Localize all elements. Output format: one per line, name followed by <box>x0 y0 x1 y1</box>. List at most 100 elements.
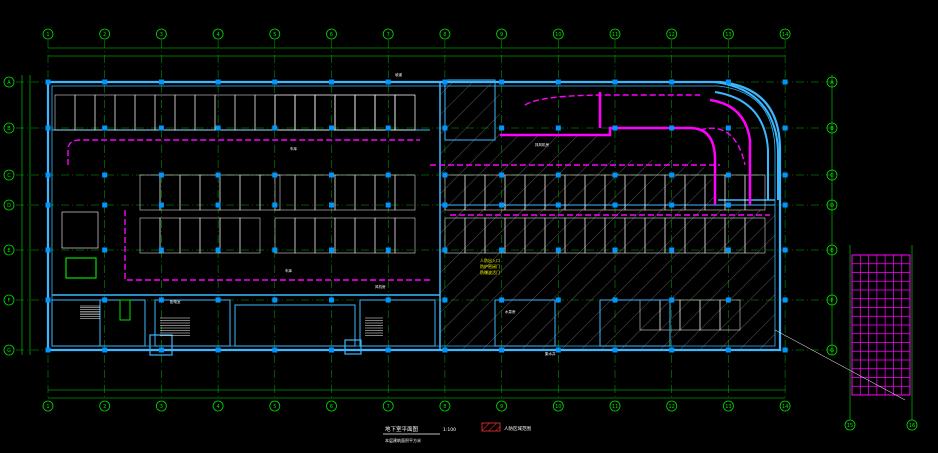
parking-stall <box>294 174 316 211</box>
axis-bubble-label: 11 <box>612 32 618 38</box>
axis-bubble-label: 12 <box>669 404 675 410</box>
axis-bubble <box>3 294 15 306</box>
axis-bubble <box>552 28 564 40</box>
parking-stall <box>354 94 376 131</box>
axis-bubble-label: 6 <box>330 404 333 410</box>
axis-bubble-label: 2 <box>103 32 106 38</box>
column <box>102 125 108 131</box>
axis-bubble <box>826 76 838 88</box>
parking-stall <box>94 94 116 131</box>
parking-stall <box>139 217 161 254</box>
column <box>555 297 561 303</box>
annotations: 人防出入口 防护密闭门 防爆波活门 <box>480 257 500 275</box>
column <box>272 347 278 353</box>
column <box>102 347 108 353</box>
axis-bubble-label: 8 <box>443 32 446 38</box>
axis-bubble <box>609 28 621 40</box>
parking-stall <box>374 94 396 131</box>
column <box>499 202 505 208</box>
column <box>329 247 334 253</box>
axis-bubble-label: G <box>7 348 11 354</box>
svg-text:水泵房: 水泵房 <box>505 309 516 314</box>
column <box>272 172 278 178</box>
axis-bubble-label: 3 <box>160 32 163 38</box>
column <box>669 247 675 253</box>
parking-stall <box>354 217 376 254</box>
parking-stall <box>354 94 376 131</box>
legend-swatch <box>481 422 501 432</box>
column <box>102 297 108 303</box>
column <box>669 125 675 131</box>
column <box>385 347 391 353</box>
column <box>158 125 164 131</box>
column <box>385 247 391 253</box>
column <box>442 172 448 178</box>
axis-bubble <box>3 244 15 256</box>
parking-stalls <box>54 94 766 331</box>
legend-label: 人防区域范围 <box>504 425 531 432</box>
column <box>385 202 391 208</box>
column <box>158 172 164 178</box>
column <box>158 297 164 303</box>
axis-bubble-label: B <box>830 126 834 132</box>
axis-bubble-label: 13 <box>725 404 731 410</box>
parking-stall <box>744 217 766 254</box>
parking-stall <box>219 174 241 211</box>
column <box>45 202 51 208</box>
drawing-scale: 1:100 <box>443 427 456 433</box>
axis-bubble-label: B <box>7 126 11 132</box>
axis-bubble <box>269 28 281 40</box>
drawing-title: 地下室平面图 <box>385 425 419 433</box>
column <box>782 247 788 253</box>
axis-bubble <box>212 400 224 412</box>
parking-stall <box>354 174 376 211</box>
axis-bubble-label: 5 <box>273 404 276 410</box>
column <box>215 347 221 353</box>
column <box>215 247 221 253</box>
column <box>45 347 51 353</box>
parking-stall <box>294 217 316 254</box>
svg-text:人防出入口: 人防出入口 <box>480 257 500 263</box>
parking-stall <box>394 94 416 131</box>
column <box>158 247 164 253</box>
axis-bubble <box>779 400 791 412</box>
column <box>725 125 731 131</box>
parking-stall <box>194 94 216 131</box>
svg-text:集水井: 集水井 <box>545 351 556 356</box>
column <box>329 202 334 208</box>
axis-bubble-label: A <box>7 80 11 86</box>
axis-bubble-label: 9 <box>500 404 503 410</box>
column <box>215 172 221 178</box>
axis-bubble <box>382 28 394 40</box>
axis-bubble-label: 12 <box>669 32 675 38</box>
column <box>782 202 788 208</box>
column <box>442 79 448 85</box>
parking-stall <box>274 94 296 131</box>
axis-bubble-label: 15 <box>847 423 853 429</box>
parking-stall <box>394 174 416 211</box>
column <box>45 79 51 85</box>
column <box>555 125 561 131</box>
axis-bubble <box>826 244 838 256</box>
axis-bubble <box>326 28 337 40</box>
parking-stall <box>239 174 261 211</box>
axis-bubble <box>609 400 621 412</box>
column <box>45 172 51 178</box>
detail-grid <box>774 245 913 420</box>
parking-stall <box>274 94 296 131</box>
axis-bubble-label: 14 <box>782 404 788 410</box>
axis-bubble <box>906 419 918 431</box>
axis-bubble <box>155 400 167 412</box>
column <box>102 247 108 253</box>
axis-bubble <box>3 76 15 88</box>
parking-stall <box>274 217 296 254</box>
drive-aisle-path <box>67 94 770 281</box>
axis-bubble-label: 14 <box>782 32 788 38</box>
svg-text:排风机房: 排风机房 <box>535 142 549 147</box>
axis-bubble-label: 1 <box>46 404 49 410</box>
axis-bubble <box>826 294 838 306</box>
column <box>215 202 221 208</box>
axis-bubble-label: 7 <box>387 32 390 38</box>
